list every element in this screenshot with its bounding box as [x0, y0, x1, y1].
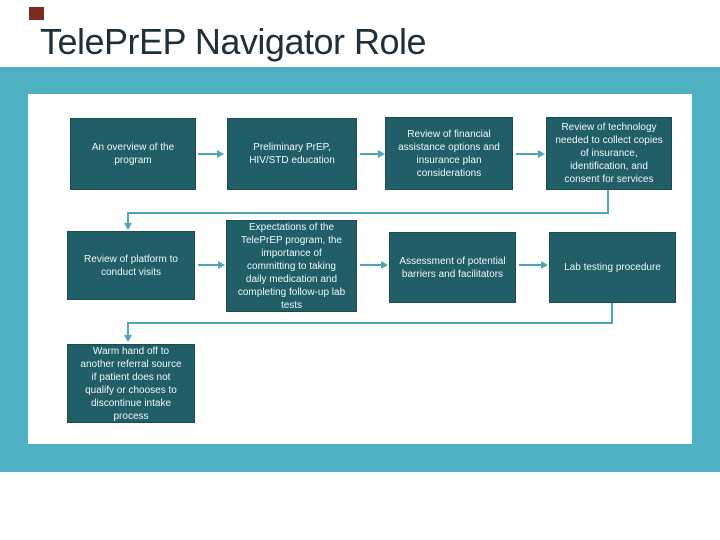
connector-row1-down	[607, 190, 609, 214]
flow-step-platform: Review of platform to conduct visits	[67, 231, 195, 300]
flow-step-expectations: Expectations of the TelePrEP program, th…	[226, 220, 357, 312]
arrow-right-icon	[218, 261, 225, 269]
arrow-right-icon	[217, 150, 224, 158]
accent-square	[29, 7, 44, 20]
arrow-right-icon	[541, 261, 548, 269]
flow-step-warm-handoff: Warm hand off to another referral source…	[67, 344, 195, 423]
arrow-right-icon	[378, 150, 385, 158]
arrow-line-1	[198, 153, 218, 155]
flow-step-financial: Review of financial assistance options a…	[385, 117, 513, 190]
connector-row1-drop	[127, 214, 129, 224]
slide-title: TelePrEP Navigator Role	[40, 21, 427, 62]
connector-row2-across	[127, 322, 613, 324]
arrow-line-3	[516, 153, 539, 155]
arrow-right-icon	[381, 261, 388, 269]
flow-step-assessment: Assessment of potential barriers and fac…	[389, 232, 516, 303]
connector-row2-down	[611, 303, 613, 324]
flow-step-lab-testing: Lab testing procedure	[549, 232, 676, 303]
connector-row2-drop	[127, 324, 129, 336]
arrow-line-5	[360, 264, 382, 266]
flow-step-technology: Review of technology needed to collect c…	[546, 117, 672, 190]
arrow-line-2	[360, 153, 379, 155]
arrow-line-6	[519, 264, 542, 266]
flow-step-education: Preliminary PrEP, HIV/STD education	[227, 118, 357, 190]
flow-step-overview: An overview of the program	[70, 118, 196, 190]
arrow-right-icon	[538, 150, 545, 158]
arrow-line-4	[198, 264, 219, 266]
arrow-down-icon	[124, 335, 132, 342]
arrow-down-icon	[124, 223, 132, 230]
connector-row1-across	[127, 212, 609, 214]
